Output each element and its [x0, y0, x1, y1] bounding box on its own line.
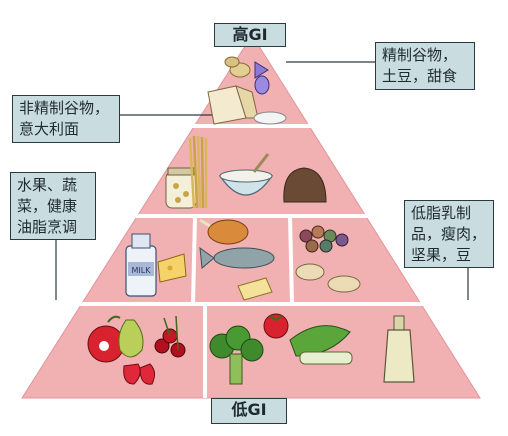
- milk-bottle-icon: MILK: [125, 233, 157, 297]
- loaf-icon: [283, 167, 327, 203]
- cheese-icon: [157, 253, 187, 283]
- beans-icon: [299, 225, 349, 253]
- potato-icon: [224, 56, 251, 78]
- tomato-icon: [263, 313, 289, 339]
- fish-icon: [199, 246, 275, 269]
- oil-bottle-icon: [383, 315, 415, 383]
- high-gi-tag: 高GI: [214, 23, 286, 47]
- bowl-icon: [218, 153, 274, 196]
- callout-low-fat-protein: 低脂乳制 品，瘦肉， 坚果，豆: [404, 200, 494, 268]
- low-gi-tag: 低GI: [211, 398, 287, 424]
- callout-unrefined-grains: 非精制谷物， 意大利面: [12, 95, 120, 143]
- jar-icon: [165, 167, 197, 209]
- chicken-icon: [199, 218, 249, 245]
- pear-icon: [118, 319, 144, 358]
- pasta-icon: [188, 135, 208, 209]
- butter-icon: [237, 277, 273, 301]
- cell-divider-3a: [191, 215, 197, 305]
- broccoli-icon: [209, 325, 264, 385]
- strawberries-icon: [123, 363, 156, 385]
- callout-refined-grains: 精制谷物， 土豆，甜食: [375, 42, 475, 90]
- cell-divider-3b: [288, 215, 294, 305]
- bread-icon: [207, 85, 287, 125]
- callout-fruits-vegetables: 水果、蔬 菜，健康 油脂烹调: [10, 172, 96, 240]
- cherries-icon: [154, 315, 186, 358]
- candy-icon: [254, 61, 270, 95]
- nuts-icon: [295, 263, 361, 293]
- svg-text:MILK: MILK: [132, 266, 152, 275]
- leek-icon: [289, 325, 353, 365]
